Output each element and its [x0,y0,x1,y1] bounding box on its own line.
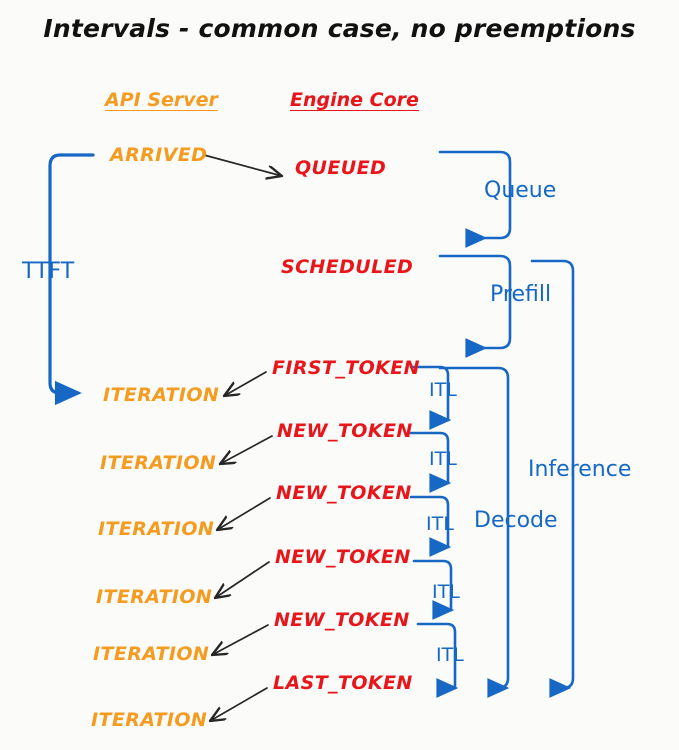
page-title: Intervals - common case, no preemptions [43,14,636,43]
interval-label-decode: Decode [474,508,558,533]
state-new-token: NEW_TOKEN [277,420,413,442]
state-iteration: ITERATION [103,384,220,406]
interval-label-itl: ITL [429,379,457,401]
interval-label-queue: Queue [484,178,557,203]
interval-label-itl: ITL [426,513,454,535]
state-iteration: ITERATION [98,518,215,540]
state-new-token: NEW_TOKEN [274,609,410,631]
interval-label-itl: ITL [429,448,457,470]
state-iteration: ITERATION [91,709,208,731]
bracket-ttft [48,153,95,406]
bracket-queue [438,150,512,248]
state-iteration: ITERATION [96,586,213,608]
interval-label-inference: Inference [528,457,632,482]
state-queued: QUEUED [295,157,387,179]
state-last-token: LAST_TOKEN [273,672,413,694]
state-new-token: NEW_TOKEN [276,482,412,504]
interval-label-itl: ITL [432,581,460,603]
interval-label-ttft: TTFT [22,259,75,284]
state-iteration: ITERATION [93,643,210,665]
bracket-inference [530,259,575,698]
column-header-api-server: API Server [105,89,218,111]
state-arrived: ARRIVED [110,144,208,166]
bracket-decode [438,366,510,698]
column-header-engine-core: Engine Core [290,89,419,111]
bracket-prefill [438,254,512,358]
transition-arrows [203,154,282,721]
state-iteration: ITERATION [100,452,217,474]
state-scheduled: SCHEDULED [281,256,414,278]
interval-label-itl: ITL [436,644,464,666]
state-new-token: NEW_TOKEN [275,546,411,568]
interval-label-prefill: Prefill [490,282,552,307]
state-first-token: FIRST_TOKEN [272,357,420,379]
